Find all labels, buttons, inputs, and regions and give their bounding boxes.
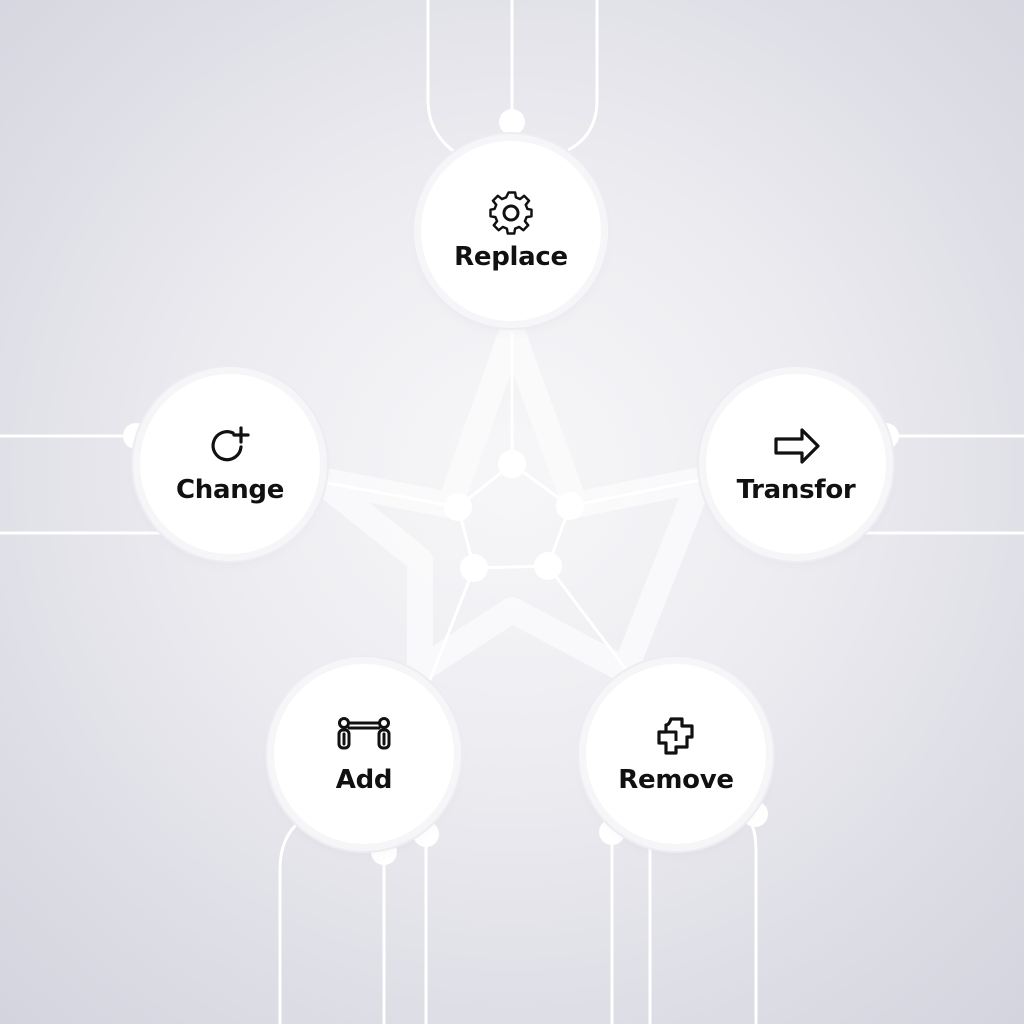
left-connectors <box>0 434 160 535</box>
transform-label: Transfor <box>736 475 856 505</box>
puzzle-piece-icon <box>644 713 708 759</box>
add-label: Add <box>335 765 393 795</box>
background-star-shape <box>307 319 713 683</box>
right-connectors <box>862 434 1024 535</box>
right-arrow-icon <box>764 423 828 469</box>
add-node[interactable]: Add <box>274 664 454 844</box>
replace-label: Replace <box>454 242 568 272</box>
replace-node[interactable]: Replace <box>421 141 601 321</box>
remove-node[interactable]: Remove <box>586 664 766 844</box>
linked-chain-icon <box>332 713 396 759</box>
gear-icon <box>479 190 543 236</box>
change-node[interactable]: Change <box>140 374 320 554</box>
refresh-arrow-icon <box>198 423 262 469</box>
change-label: Change <box>175 475 285 505</box>
central-junctions <box>444 450 584 582</box>
top-connectors <box>426 0 599 162</box>
remove-label: Remove <box>618 765 734 795</box>
transform-node[interactable]: Transfor <box>706 374 886 554</box>
